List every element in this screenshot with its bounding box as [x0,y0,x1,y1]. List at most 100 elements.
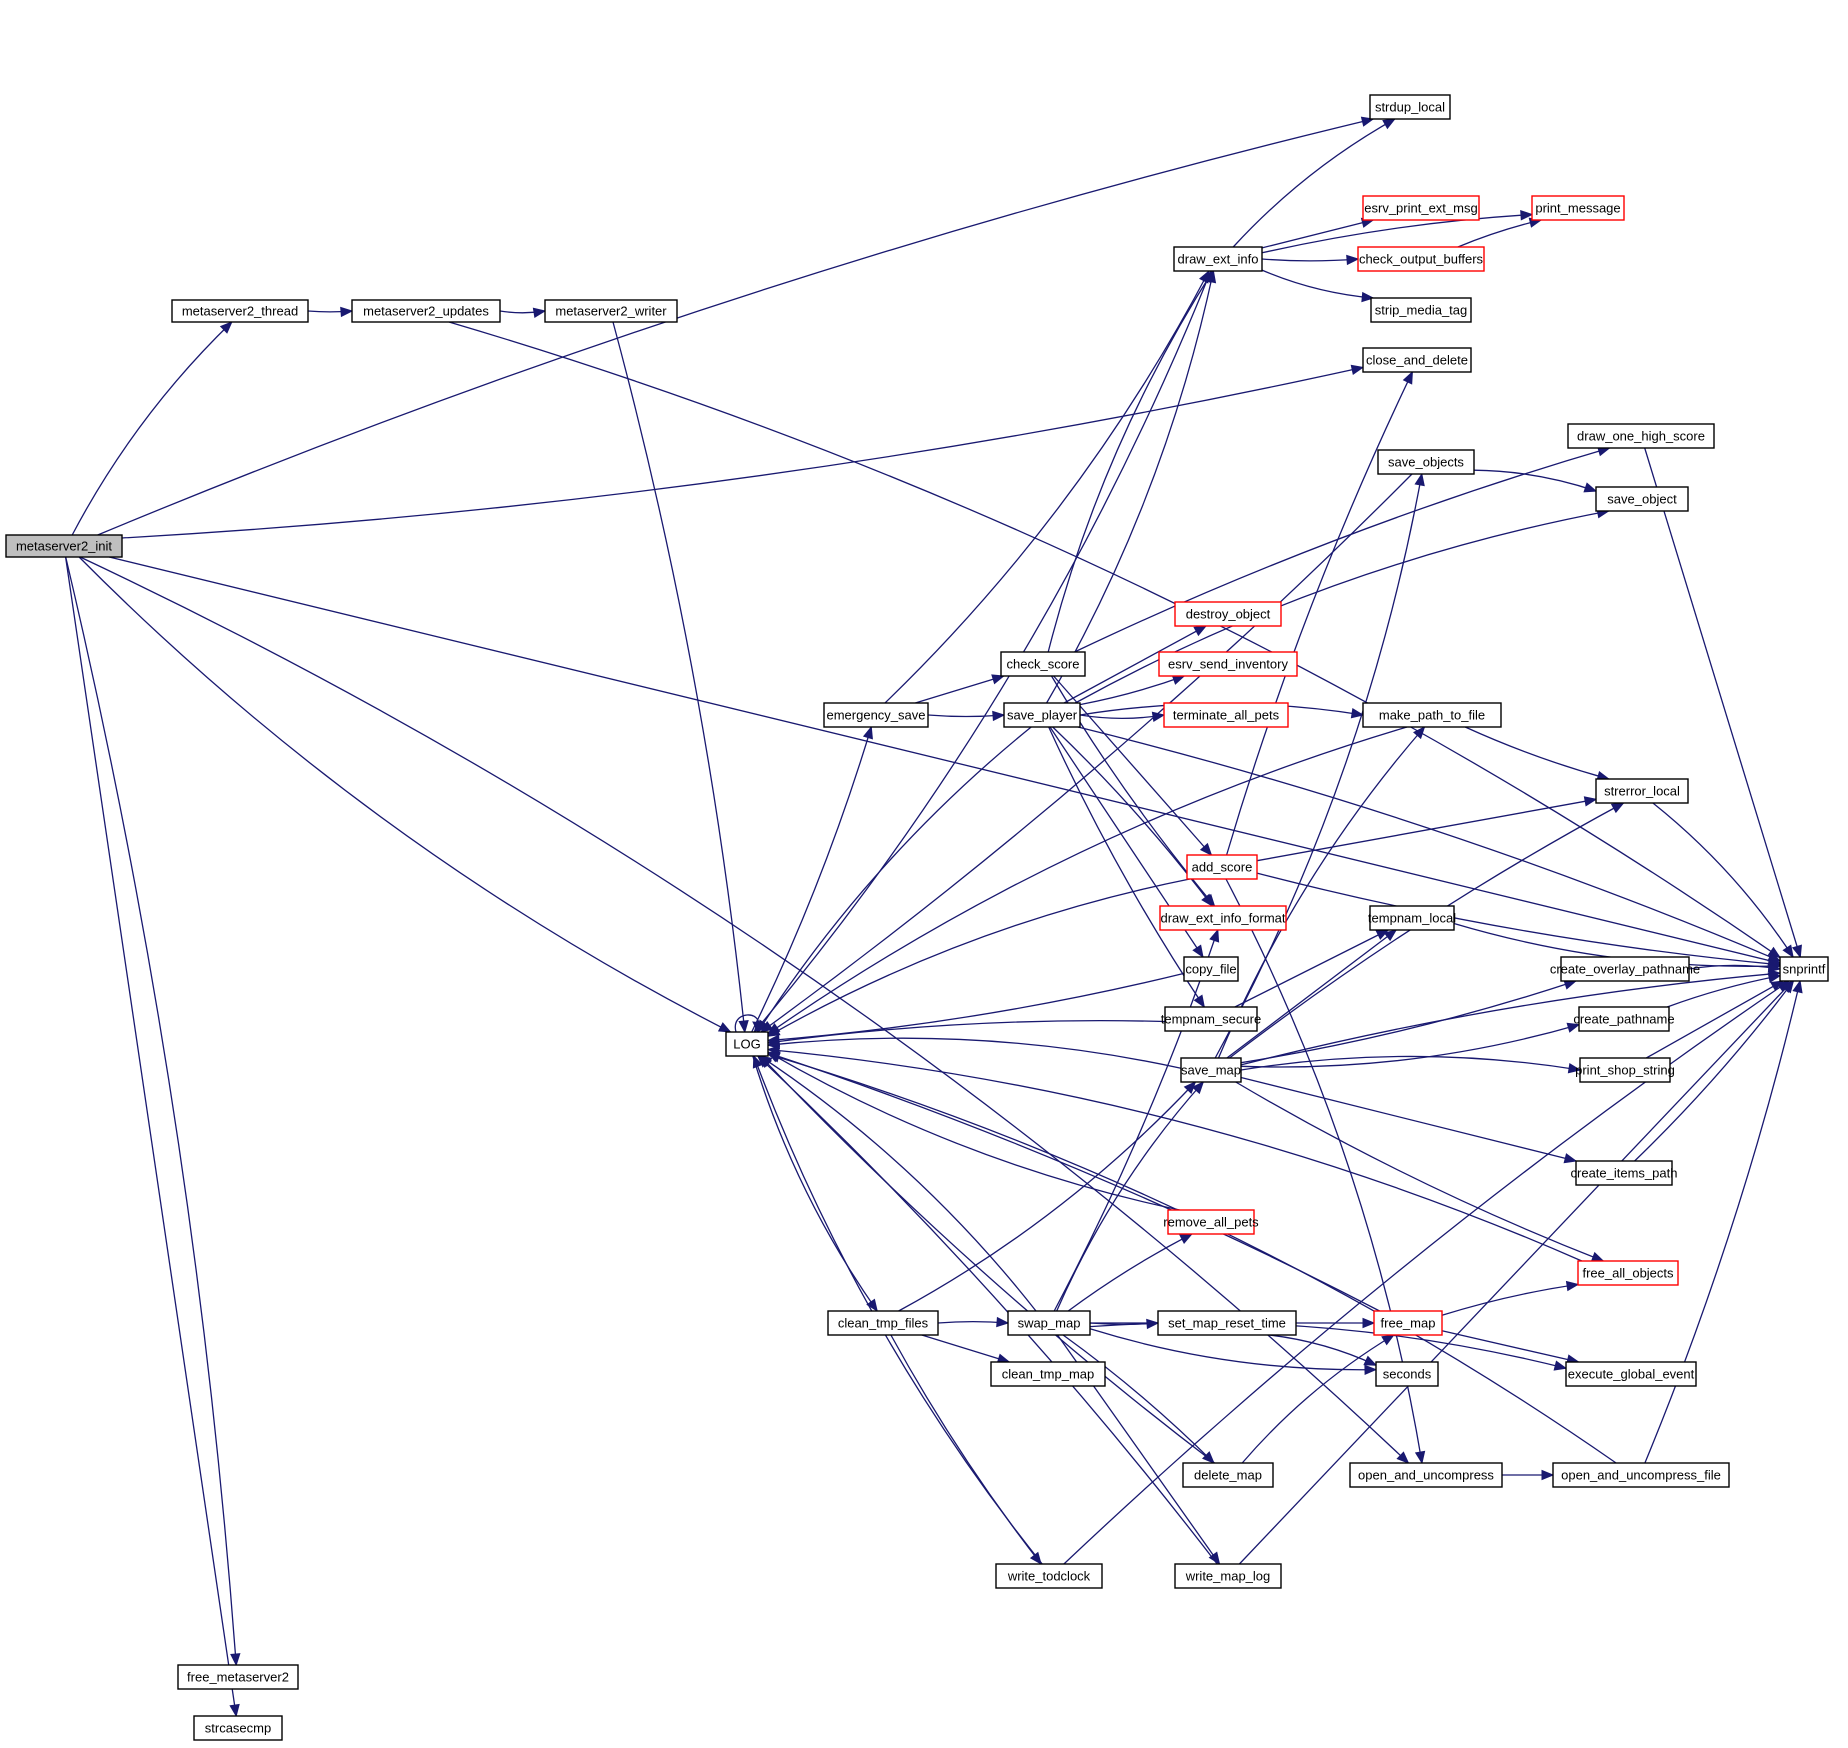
node-box [990,1361,1106,1387]
node-strerror-local[interactable]: strerror_local [1595,778,1689,804]
node-open-and-uncompress[interactable]: open_and_uncompress [1349,1462,1503,1488]
node-terminate-all-pets[interactable]: terminate_all_pets [1163,702,1289,728]
edge-check_output_buffers-to-print_message [1457,217,1543,248]
node-set-map-reset-time[interactable]: set_map_reset_time [1157,1310,1297,1336]
edge-open_and_uncompress_file-to-LOG [766,1052,1617,1464]
node-draw-ext-info-format[interactable]: draw_ext_info_format [1159,905,1287,931]
edge-add_score-to-LOG [766,878,1190,1037]
node-metaserver2-thread[interactable]: metaserver2_thread [171,299,309,323]
node-add-score[interactable]: add_score [1186,854,1258,880]
edge-free_map-to-free_all_objects [1441,1280,1580,1316]
node-free-all-objects[interactable]: free_all_objects [1577,1260,1679,1286]
node-strdup-local[interactable]: strdup_local [1369,94,1451,120]
node-write-map-log[interactable]: write_map_log [1174,1563,1282,1589]
node-strip-media-tag[interactable]: strip_media_tag [1370,297,1472,323]
node-label: set_map_reset_time [1168,1316,1286,1331]
node-delete-map[interactable]: delete_map [1182,1462,1274,1488]
node-check-score[interactable]: check_score [1000,651,1086,677]
node-label: save_player [1007,708,1078,723]
node-label: check_score [1007,657,1080,672]
node-box [1575,1160,1673,1186]
edge-write_map_log-to-LOG [756,1055,1218,1565]
node-box [193,1715,283,1741]
node-label: seconds [1383,1367,1432,1382]
node-label: free_metaserver2 [187,1670,289,1685]
node-snprintf[interactable]: snprintf [1779,956,1829,982]
edge-save_map-to-LOG [766,1037,1182,1069]
node-print-message[interactable]: print_message [1531,195,1625,221]
node-box [1567,423,1715,449]
node-clean-tmp-files[interactable]: clean_tmp_files [827,1310,939,1336]
node-tempnam-secure[interactable]: tempnam_secure [1161,1006,1261,1032]
edge-emergency_save-to-save_player [927,710,1006,722]
node-free-map[interactable]: free_map [1373,1310,1443,1336]
edge-emergency_save-to-draw_ext_info [884,269,1210,704]
node-open-and-uncompress-file[interactable]: open_and_uncompress_file [1552,1462,1730,1488]
node-make-path-to-file[interactable]: make_path_to_file [1362,702,1502,728]
node-box [827,1310,939,1336]
node-free-metaserver2[interactable]: free_metaserver2 [177,1664,299,1690]
node-label: write_todclock [1007,1569,1091,1584]
node-print-shop-string[interactable]: print_shop_string [1575,1057,1675,1083]
node-destroy-object[interactable]: destroy_object [1174,601,1282,627]
edge-create_overlay_pathname-to-snprintf [1688,961,1782,973]
node-box [995,1563,1103,1589]
node-label: strip_media_tag [1375,303,1468,318]
node-label: esrv_print_ext_msg [1364,201,1477,216]
edge-swap_map-to-seconds [1089,1328,1378,1376]
node-LOG[interactable]: LOG [725,1031,769,1057]
node-box [1531,195,1625,221]
node-save-player[interactable]: save_player [1003,702,1081,728]
node-esrv-send-inventory[interactable]: esrv_send_inventory [1158,651,1298,677]
node-label: emergency_save [827,708,926,723]
node-esrv-print-ext-msg[interactable]: esrv_print_ext_msg [1362,195,1480,221]
node-strcasecmp[interactable]: strcasecmp [193,1715,283,1741]
node-create-pathname[interactable]: create_pathname [1573,1006,1675,1032]
nodes-layer: metaserver2_init metaserver2_thread metase… [5,94,1829,1741]
node-label: draw_one_high_score [1577,429,1705,444]
node-write-todclock[interactable]: write_todclock [995,1563,1103,1589]
node-box [544,299,678,323]
node-box [1779,956,1829,982]
node-copy-file[interactable]: copy_file [1183,956,1239,982]
node-create-overlay-pathname[interactable]: create_overlay_pathname [1550,956,1700,982]
node-emergency-save[interactable]: emergency_save [823,702,929,728]
node-swap-map[interactable]: swap_map [1007,1310,1091,1336]
node-check-output-buffers[interactable]: check_output_buffers [1357,246,1485,272]
node-remove-all-pets[interactable]: remove_all_pets [1163,1209,1259,1235]
node-seconds[interactable]: seconds [1375,1361,1439,1387]
edge-copy_file-to-LOG [766,972,1185,1045]
node-save-object[interactable]: save_object [1595,486,1689,512]
node-box [1552,1462,1730,1488]
node-box [1003,702,1081,728]
node-metaserver2-init[interactable]: metaserver2_init [5,534,123,558]
edge-draw_one_high_score-to-snprintf [1644,447,1802,959]
node-close-and-delete[interactable]: close_and_delete [1362,347,1472,373]
node-box [1357,246,1485,272]
node-box [1007,1310,1091,1336]
node-clean-tmp-map[interactable]: clean_tmp_map [990,1361,1106,1387]
edge-free_all_objects-to-LOG [766,1045,1583,1262]
node-label: esrv_send_inventory [1168,657,1288,672]
node-label: free_all_objects [1582,1266,1674,1281]
node-box [1174,601,1282,627]
node-box [1577,1260,1679,1286]
edge-metaserver2_init-to-strcasecmp [64,556,240,1718]
node-box [1373,1310,1443,1336]
node-box [1362,702,1502,728]
edge-write_todclock-to-LOG [752,1054,1043,1565]
node-tempnam-local[interactable]: tempnam_local [1368,905,1456,931]
node-create-items-path[interactable]: create_items_path [1571,1160,1678,1186]
node-metaserver2-writer[interactable]: metaserver2_writer [544,299,678,323]
node-draw-ext-info[interactable]: draw_ext_info [1173,246,1263,272]
node-metaserver2-updates[interactable]: metaserver2_updates [351,299,501,323]
edge-draw_ext_info-to-strdup_local [1232,118,1396,248]
node-label: metaserver2_writer [555,304,667,319]
node-draw-one-high-score[interactable]: draw_one_high_score [1567,423,1715,449]
node-save-map[interactable]: save_map [1180,1057,1242,1083]
node-execute-global-event[interactable]: execute_global_event [1565,1361,1697,1387]
node-label: open_and_uncompress_file [1561,1468,1721,1483]
edge-metaserver2_init-to-snprintf [109,556,1782,966]
node-save-objects[interactable]: save_objects [1377,449,1475,475]
edge-write_map_log-to-snprintf [1238,980,1794,1565]
